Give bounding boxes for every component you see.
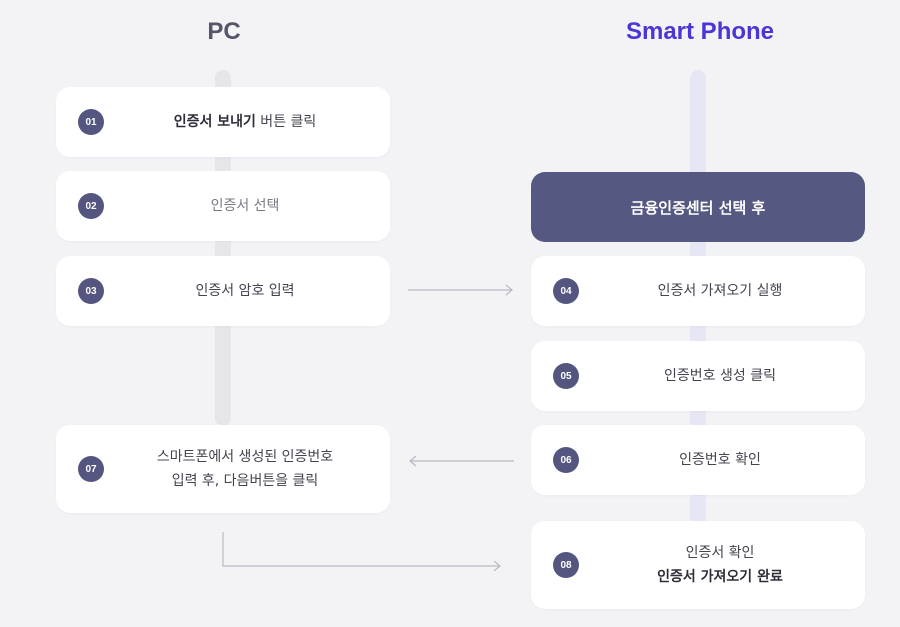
smartphone-column-title: Smart Phone bbox=[625, 18, 775, 45]
step-label-line1: 스마트폰에서 생성된 인증번호 bbox=[156, 449, 334, 465]
step-card-03: 03 인증서 암호 입력 bbox=[56, 256, 390, 326]
step-badge: 02 bbox=[78, 193, 104, 219]
pc-column-title: PC bbox=[207, 18, 241, 45]
step-badge: 01 bbox=[78, 109, 104, 135]
step-label-line2: 입력 후, 다음버튼을 클릭 bbox=[171, 473, 319, 489]
step-badge: 03 bbox=[78, 278, 104, 304]
step-badge: 04 bbox=[553, 278, 579, 304]
step-label: 스마트폰에서 생성된 인증번호 입력 후, 다음버튼을 클릭 bbox=[116, 445, 374, 493]
phone-start-step: 금융인증센터 선택 후 bbox=[531, 172, 865, 242]
step-badge: 05 bbox=[553, 363, 579, 389]
step-label-line1: 인증서 확인 bbox=[685, 545, 755, 561]
step-label-rest: 버튼 클릭 bbox=[255, 114, 317, 130]
step-label: 인증서 가져오기 실행 bbox=[657, 283, 783, 299]
step-label-line2: 인증서 가져오기 완료 bbox=[657, 569, 783, 585]
step-card-02: 02 인증서 선택 bbox=[56, 171, 390, 241]
step-label: 인증번호 확인 bbox=[679, 452, 761, 468]
step-badge: 08 bbox=[553, 552, 579, 578]
step-card-04: 04 인증서 가져오기 실행 bbox=[531, 256, 865, 326]
step-card-01: 01 인증서 보내기 버튼 클릭 bbox=[56, 87, 390, 157]
step-label: 인증서 보내기 버튼 클릭 bbox=[116, 110, 374, 134]
arrow-07-to-08 bbox=[222, 532, 500, 567]
step-label: 인증번호 생성 클릭 bbox=[664, 368, 776, 384]
step-card-05: 05 인증번호 생성 클릭 bbox=[531, 341, 865, 411]
step-label: 인증서 확인 인증서 가져오기 완료 bbox=[591, 541, 849, 589]
step-badge: 06 bbox=[553, 447, 579, 473]
step-card-07: 07 스마트폰에서 생성된 인증번호 입력 후, 다음버튼을 클릭 bbox=[56, 425, 390, 513]
step-card-08: 08 인증서 확인 인증서 가져오기 완료 bbox=[531, 521, 865, 609]
pc-timeline-track bbox=[215, 70, 231, 426]
step-label: 인증서 선택 bbox=[210, 198, 280, 214]
step-label: 인증서 암호 입력 bbox=[195, 283, 295, 299]
step-card-06: 06 인증번호 확인 bbox=[531, 425, 865, 495]
step-badge: 07 bbox=[78, 456, 104, 482]
step-label-bold: 인증서 보내기 bbox=[173, 114, 256, 130]
